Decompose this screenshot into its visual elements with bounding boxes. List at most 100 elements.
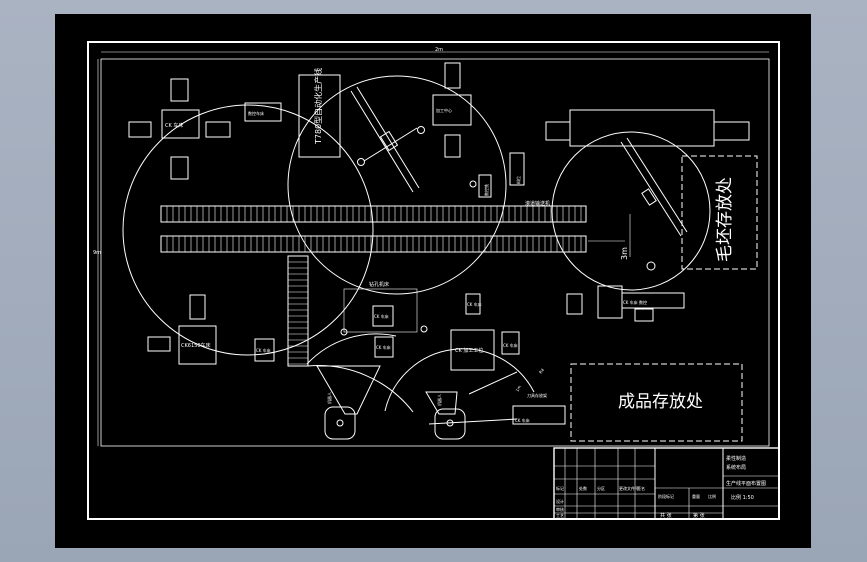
title-block [553, 447, 780, 520]
bottom-robot-right-base [434, 408, 466, 440]
product-storage-area [570, 363, 743, 442]
drawing-sheet: 2m 9m T780型自动化生产线 CK 车床 数控车床 加工中心 滚道输送机 … [55, 14, 811, 548]
label-box-right-mid: CK 车床 [503, 342, 518, 348]
small-station-2 [372, 305, 394, 327]
title-drawing-name: 生产线平面布置图 [726, 480, 766, 487]
label-station-e: CK 车床 [374, 313, 389, 319]
bottom-left-machine [178, 325, 217, 365]
right-arm-line-2 [626, 137, 688, 233]
title-weight-label: 重量 [692, 493, 700, 499]
title-line1: 柔性制造 [726, 455, 746, 462]
title-row-3: 工艺 [556, 513, 564, 518]
label-t780: T780型自动化生产线 [313, 68, 323, 145]
bottom-robot-right-pivot [446, 419, 454, 427]
title-sheet-no: 第 张 [693, 512, 705, 519]
label-machine-bottom: 钻孔机床 [369, 281, 389, 288]
right-mid-small-box [566, 293, 583, 315]
right-lathe-end-left [545, 121, 571, 141]
upright-box-1 [478, 174, 492, 198]
title-row-2: 审核 [556, 506, 564, 512]
top-arm-line-2 [356, 86, 420, 189]
bottom-robot-left-arm [316, 365, 381, 415]
top-arm-joint [379, 130, 399, 152]
label-product-area: 成品存放处 [618, 392, 703, 412]
label-conveyor: 滚道输送机 [525, 200, 550, 207]
label-radius: R4 [538, 367, 546, 375]
top-right-part-b [444, 134, 461, 158]
right-robot-pivot [646, 261, 656, 271]
conveyor-rollers [166, 206, 582, 252]
title-sheet-count: 共 张 [660, 512, 672, 519]
label-robot-left: 机器人 [326, 392, 332, 404]
layout-boundary [100, 58, 770, 447]
label-mid-dim: 1m [514, 384, 521, 392]
top-arm-reach [363, 127, 418, 162]
work-envelope-top [287, 75, 507, 295]
title-row-1: 设计 [556, 498, 564, 504]
bottom-arc-left [306, 333, 397, 365]
right-lathe-body [569, 109, 715, 147]
label-robot-right: 机器人 [436, 394, 442, 406]
label-lathe1: CK 车床 [165, 122, 183, 129]
vertical-conveyor-rollers [288, 261, 308, 365]
label-box-right-upper: CK 车床 [467, 301, 482, 307]
label-bottom-right-box: CK 车床 [515, 417, 530, 423]
title-scale: 比例 1:50 [731, 494, 754, 501]
top-small-box [244, 102, 282, 122]
top-right-station [432, 94, 472, 126]
conveyor-upper [160, 205, 587, 223]
label-center-box: CK 加工工位 [455, 347, 483, 354]
bottom-arc-mid [384, 348, 535, 412]
right-arm-joint [641, 188, 657, 206]
title-ratio-label: 比例 [708, 493, 716, 499]
label-3m: 3m [620, 247, 629, 260]
label-right-slot: 刀具存放架 [527, 392, 547, 398]
loading-marker-a [340, 328, 348, 336]
title-line2: 系统布局 [726, 464, 746, 471]
label-overall-dim: 2m [435, 47, 443, 53]
t780-machine [298, 74, 341, 158]
label-left-machine: CK6150车床 [181, 342, 211, 349]
conveyor-lower [160, 235, 587, 253]
bottom-reach-line [428, 418, 518, 425]
right-lower-machine-body [621, 292, 685, 309]
top-right-part-a [444, 62, 461, 89]
left-machine-cell [161, 109, 200, 139]
label-side-dim: 9m [93, 250, 101, 256]
right-lower-machine-b [634, 308, 654, 322]
label-machine-tr: 加工中心 [436, 107, 452, 113]
bottom-robot-left-pivot [336, 419, 344, 427]
title-row-0: 标记 [556, 485, 564, 491]
title-mid-2: 更改文件号 [619, 485, 639, 491]
tool-rack-box [512, 405, 566, 425]
bottom-left-part-top [189, 294, 206, 320]
label-upright1: 数控铣 [483, 184, 489, 196]
small-station-1 [254, 338, 275, 362]
drawing-canvas: 2m 9m T780型自动化生产线 CK 车床 数控车床 加工中心 滚道输送机 … [87, 41, 780, 520]
loading-zone-lines [343, 288, 418, 333]
bottom-robot-left-base [324, 406, 356, 440]
bottom-arc-left-outer [307, 365, 414, 413]
right-lathe-end-right [713, 121, 750, 141]
title-mid-1: 分区 [597, 485, 605, 491]
border-frame [87, 41, 780, 520]
label-station-f: CK 车床 [376, 344, 391, 350]
left-machine-part-left [128, 121, 152, 138]
label-right-machine-lower: CK 车床 数控 [623, 299, 647, 305]
title-mid-3: 签名 [637, 485, 645, 491]
top-robot-base [357, 158, 365, 166]
right-upper-small-box [465, 293, 481, 315]
bottom-reach-diag [468, 371, 518, 395]
label-machine-tl: 数控车床 [248, 110, 264, 116]
top-arm-line-1 [350, 90, 414, 193]
label-blank-area: 毛坯存放处 [715, 177, 735, 262]
work-envelope-right [551, 131, 711, 291]
bottom-left-part-left [147, 336, 171, 352]
right-lower-machine-a [597, 285, 623, 319]
left-machine-part-bottom [170, 156, 189, 180]
upright-box-2 [509, 152, 525, 186]
right-mid-box [501, 331, 520, 355]
right-arm-line-1 [620, 141, 682, 237]
top-robot-point [417, 126, 425, 134]
